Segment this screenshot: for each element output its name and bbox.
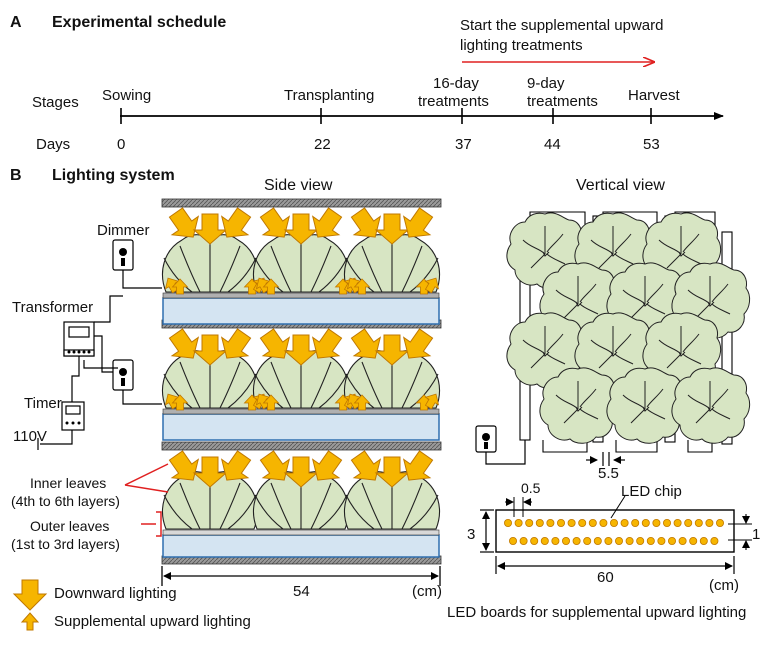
chip-spacing-label: 0.5: [521, 480, 541, 496]
led-chip: [631, 519, 640, 528]
day-53: 53: [643, 136, 660, 153]
day-22: 22: [314, 136, 331, 153]
led-chip: [699, 537, 708, 546]
stage-16-day-line2: treatments: [418, 93, 489, 110]
led-chip: [546, 519, 555, 528]
led-chip: [567, 519, 576, 528]
led-chip: [620, 519, 629, 528]
downward-lighting-icon: [12, 579, 48, 611]
led-chip: [583, 537, 592, 546]
stage-16-day: 16-day: [433, 75, 479, 92]
inner-leaves-label: Inner leaves: [30, 475, 107, 491]
led-chip: [716, 519, 725, 528]
day-37: 37: [455, 136, 472, 153]
led-chip: [530, 537, 539, 546]
section-a-title: Experimental schedule: [52, 14, 227, 31]
row-gap-label: 1: [752, 526, 761, 543]
stages-row-label: Stages: [32, 94, 79, 111]
led-chip: [641, 519, 650, 528]
led-chip: [615, 537, 624, 546]
led-chip: [625, 537, 634, 546]
legend-downward-label: Downward lighting: [54, 585, 177, 602]
led-chip: [673, 519, 682, 528]
led-chip: [657, 537, 666, 546]
led-chip-label: LED chip: [621, 483, 682, 500]
stage-harvest: Harvest: [628, 87, 680, 104]
section-a-letter: A: [10, 14, 22, 31]
width-unit: (cm): [412, 583, 442, 600]
section-b-title: Lighting system: [52, 167, 175, 184]
led-chip: [694, 519, 703, 528]
annotation-line-2: lighting treatments: [460, 37, 583, 54]
board-unit-label: (cm): [709, 577, 739, 594]
led-chip: [562, 537, 571, 546]
board-height-label: 3: [467, 526, 476, 543]
led-board-caption: LED boards for supplemental upward light…: [447, 604, 747, 621]
transformer-label: Transformer: [12, 299, 94, 316]
led-chip: [551, 537, 560, 546]
led-chip: [678, 537, 687, 546]
days-row-label: Days: [36, 136, 71, 153]
side-view-title: Side view: [264, 177, 333, 194]
vertical-gap-label: 5.5: [598, 465, 619, 482]
led-chip: [705, 519, 714, 528]
stage-9-day-line2: treatments: [527, 93, 598, 110]
annotation-line-1: Start the supplemental upward: [460, 17, 664, 34]
stage-9-day: 9-day: [527, 75, 565, 92]
board-length-label: 60: [597, 569, 614, 586]
led-chip: [646, 537, 655, 546]
led-chip: [540, 537, 549, 546]
led-chip: [604, 537, 613, 546]
vertical-view-title: Vertical view: [576, 177, 665, 194]
led-chip: [599, 519, 608, 528]
led-chip: [514, 519, 523, 528]
section-b-letter: B: [10, 167, 22, 184]
led-chip: [503, 519, 512, 528]
led-chip: [578, 519, 587, 528]
led-chip: [535, 519, 544, 528]
upward-lighting-icon: [20, 612, 40, 631]
led-chip: [593, 537, 602, 546]
led-chip: [572, 537, 581, 546]
led-chip: [519, 537, 528, 546]
legend-upward-label: Supplemental upward lighting: [54, 613, 251, 630]
led-chip: [652, 519, 661, 528]
led-chip: [710, 537, 719, 546]
led-chip: [610, 519, 619, 528]
led-chip: [508, 537, 517, 546]
timer-label: Timer: [24, 395, 62, 412]
inner-leaves-sublabel: (4th to 6th layers): [11, 493, 120, 509]
led-chip: [636, 537, 645, 546]
day-0: 0: [117, 136, 126, 153]
day-44: 44: [544, 136, 561, 153]
led-chip: [689, 537, 698, 546]
outer-leaves-sublabel: (1st to 3rd layers): [11, 536, 120, 552]
stage-transplanting: Transplanting: [284, 87, 375, 104]
dimmer-label: Dimmer: [97, 222, 150, 239]
led-chip: [557, 519, 566, 528]
led-chip: [525, 519, 534, 528]
led-chip: [684, 519, 693, 528]
stage-sowing: Sowing: [102, 87, 152, 104]
width-value: 54: [293, 583, 310, 600]
outer-leaves-label: Outer leaves: [30, 518, 110, 534]
led-chip: [663, 519, 672, 528]
led-chip: [588, 519, 597, 528]
led-chip: [668, 537, 677, 546]
